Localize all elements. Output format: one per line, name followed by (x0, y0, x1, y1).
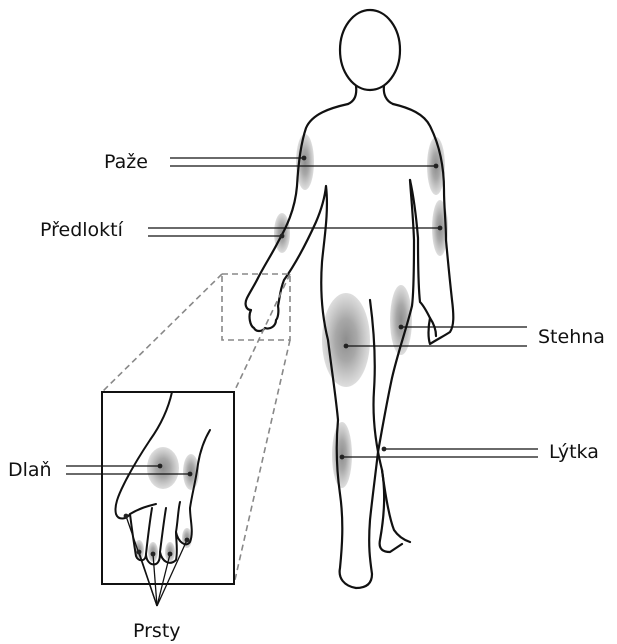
zoom-zone-palm (147, 447, 179, 489)
dot-dlan-palm (158, 464, 163, 469)
dot-lytka-left (382, 447, 387, 452)
dot-prsty-4 (168, 552, 173, 557)
back-leg (382, 470, 410, 542)
dot-prsty-1 (124, 514, 129, 519)
dot-predlokti-left (438, 226, 443, 231)
dot-stehna-right (344, 344, 349, 349)
dot-paze-left (434, 164, 439, 169)
head (340, 10, 400, 90)
dot-predlokti-right (280, 234, 285, 239)
dot-lytka-right (340, 455, 345, 460)
label-prsty: Prsty (133, 622, 181, 641)
dot-dlan-side (188, 472, 193, 477)
label-paze: Paže (104, 153, 148, 172)
label-predlokti: Předloktí (40, 221, 123, 240)
zoom-line-bottom (234, 340, 290, 584)
dot-prsty-2 (137, 550, 142, 555)
dot-prsty-5 (185, 538, 190, 543)
zone-thigh-right (322, 293, 370, 387)
dot-stehna-left (399, 325, 404, 330)
zoom-line-top (102, 274, 222, 392)
dot-prsty-3 (151, 552, 156, 557)
dot-paze-right (302, 156, 307, 161)
label-dlan: Dlaň (8, 461, 52, 480)
label-lytka: Lýtka (549, 443, 599, 462)
label-stehna: Stehna (538, 328, 605, 347)
